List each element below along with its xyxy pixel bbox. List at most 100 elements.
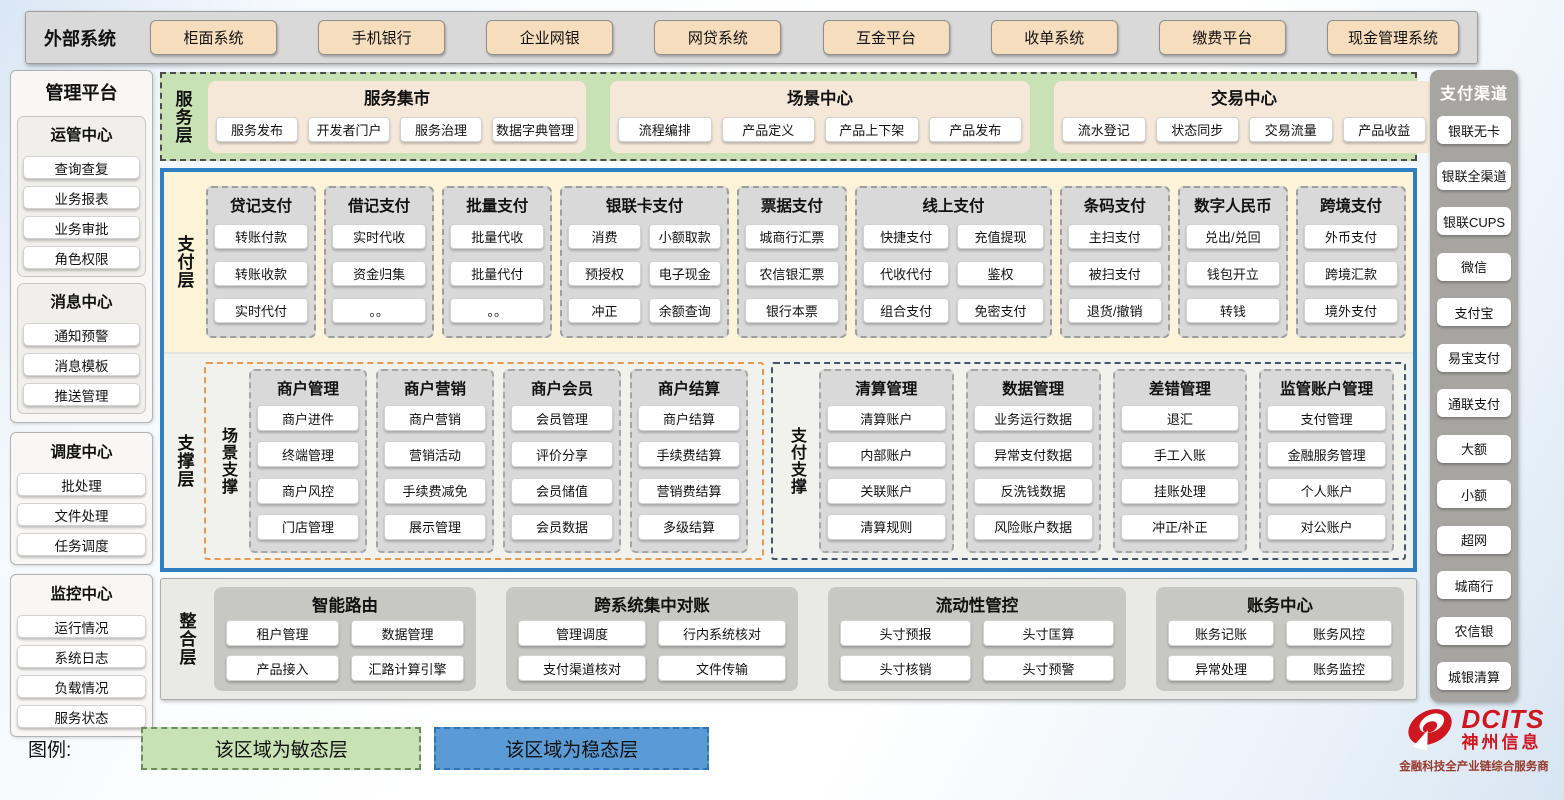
module-box: 会员管理 (511, 405, 613, 432)
payment-column: 票据支付城商行汇票农信银汇票银行本票 (736, 186, 847, 338)
column-title: 监管账户管理 (1280, 381, 1374, 398)
module-box: 对公账户 (1267, 513, 1386, 540)
service-group-box: 场景中心流程编排产品定义产品上下架产品发布 (610, 80, 1030, 153)
group-title: 跨系统集中对账 (594, 597, 710, 615)
module-box: 余额查询 (648, 298, 721, 323)
payment-column: 贷记支付转账付款转账收款实时代付 (206, 186, 317, 338)
channel-box: 大额 (1437, 434, 1511, 463)
payment-channels-title: 支付渠道 (1439, 86, 1508, 103)
module-box: 运行情况 (17, 615, 146, 638)
group-monitoring-center: 监控中心运行情况系统日志负载情况服务状态 (10, 574, 153, 737)
module-box: 系统日志 (17, 645, 146, 668)
support-column: 商户管理商户进件终端管理商户风控门店管理 (249, 369, 367, 553)
column-items: 快捷支付充值提现代收代付鉴权组合支付免密支付 (862, 218, 1044, 329)
module-box: 批量代付 (450, 261, 545, 286)
module-box: 冲正/补正 (1120, 513, 1240, 540)
column-items: 商户营销营销活动手续费减免展示管理 (384, 401, 486, 544)
system-box: 手机银行 (318, 20, 446, 55)
external-systems-items: 柜面系统手机银行企业网银网贷系统互金平台收单系统缴费平台现金管理系统 (150, 20, 1459, 55)
management-platform-sidebar: 管理平台 运管中心查询查复业务报表业务审批角色权限 消息中心通知预警消息模板推送… (10, 70, 153, 737)
module-box: 组合支付 (862, 298, 950, 323)
module-box: 批处理 (17, 473, 146, 496)
payment-layer-section: 支付层 贷记支付转账付款转账收款实时代付借记支付实时代收资金归集。。批量支付批量… (164, 172, 1413, 352)
column-title: 商户管理 (276, 381, 339, 398)
scene-support-label: 场景支撑 (219, 427, 236, 495)
module-box: 多级结算 (638, 513, 740, 540)
module-box: 产品收益 (1342, 116, 1426, 142)
payment-support-label: 支付支撑 (788, 427, 805, 495)
module-box: 开发者门户 (308, 116, 390, 142)
module-box: 快捷支付 (862, 224, 950, 249)
module-box: 免密支付 (957, 298, 1044, 323)
module-box: 产品定义 (721, 116, 815, 142)
module-box: 消息模板 (23, 353, 140, 376)
module-box: 实时代付 (214, 298, 309, 323)
service-group-items: 服务发布开发者门户服务治理数据字典管理 (216, 113, 579, 146)
support-column: 商户营销商户营销营销活动手续费减免展示管理 (376, 369, 494, 553)
dcits-swirl-icon (1404, 704, 1456, 755)
legend: 图例: 该区域为敏态层 该区域为稳态层 (28, 727, 710, 770)
module-box: 鉴权 (957, 261, 1044, 286)
integration-group-box: 智能路由租户管理数据管理产品接入汇路计算引擎 (214, 587, 476, 691)
channel-box: 支付宝 (1437, 298, 1511, 326)
module-box: 手续费减免 (384, 477, 486, 504)
module-box: 会员数据 (511, 513, 613, 540)
module-box: 头寸匡算 (983, 620, 1114, 646)
payment-column: 批量支付批量代收批量代付。。 (442, 186, 553, 338)
management-platform-title: 管理平台 (45, 83, 118, 103)
module-box: 商户风控 (257, 477, 359, 504)
module-box: 汇路计算引擎 (351, 655, 464, 681)
module-box: 农信银汇票 (744, 261, 839, 286)
module-box: 手工入账 (1120, 441, 1240, 468)
module-box: 主扫支付 (1067, 224, 1162, 249)
module-box: 服务治理 (400, 116, 482, 142)
module-box: 流水登记 (1062, 116, 1146, 142)
column-items: 批量代收批量代付。。 (450, 218, 545, 329)
module-box: 境外支付 (1303, 298, 1399, 323)
column-items: 消费小额取款预授权电子现金冲正余额查询 (568, 218, 721, 329)
group-title: 智能路由 (312, 597, 378, 615)
system-box: 企业网银 (486, 20, 614, 55)
support-column: 监管账户管理支付管理金融服务管理个人账户对公账户 (1259, 369, 1394, 553)
group-title: 服务集市 (364, 89, 430, 108)
legend-agile-layer: 该区域为敏态层 (141, 727, 422, 770)
column-title: 借记支付 (348, 198, 411, 215)
module-box: 外币支付 (1303, 224, 1399, 249)
module-box: 反洗钱数据 (973, 477, 1093, 504)
module-box: 小额取款 (648, 224, 721, 249)
integration-layer-groups: 智能路由租户管理数据管理产品接入汇路计算引擎 跨系统集中对账管理调度行内系统核对支… (214, 587, 1404, 691)
module-box: 业务审批 (23, 216, 140, 239)
channel-box: 银联全渠道 (1437, 161, 1511, 190)
integration-group-items: 管理调度行内系统核对支付渠道核对文件传输 (518, 620, 786, 683)
module-box: 业务运行数据 (973, 405, 1093, 432)
column-title: 票据支付 (760, 198, 823, 215)
module-box: 服务发布 (216, 116, 298, 142)
system-box: 收单系统 (990, 20, 1118, 55)
payment-support-box: 支付支撑 清算管理清算账户内部账户关联账户清算规则数据管理业务运行数据异常支付数… (771, 362, 1406, 560)
dcits-brand-text: DCITS (1461, 703, 1545, 734)
payment-column: 条码支付主扫支付被扫支付退货/撤销 (1059, 186, 1170, 338)
column-title: 数字人民币 (1194, 198, 1272, 215)
module-box: 被扫支付 (1067, 261, 1162, 286)
column-title: 贷记支付 (230, 198, 293, 215)
channel-box: 通联支付 (1437, 389, 1511, 417)
column-title: 线上支付 (922, 198, 985, 215)
module-box: 流程编排 (618, 116, 712, 142)
group-title: 场景中心 (787, 89, 853, 108)
module-box: 终端管理 (257, 441, 359, 468)
column-items: 清算账户内部账户关联账户清算规则 (827, 401, 946, 544)
module-box: 支付渠道核对 (518, 655, 646, 681)
module-box: 。。 (450, 298, 545, 323)
column-title: 银联卡支付 (605, 198, 684, 215)
stable-layer-wrapper: 支付层 贷记支付转账付款转账收款实时代付借记支付实时代收资金归集。。批量支付批量… (160, 168, 1417, 572)
module-box: 产品接入 (226, 655, 339, 681)
payment-column: 银联卡支付消费小额取款预授权电子现金冲正余额查询 (560, 186, 729, 338)
group-title: 运管中心 (50, 127, 113, 144)
payment-column: 跨境支付外币支付跨境汇款境外支付 (1295, 186, 1407, 338)
management-platform-box: 管理平台 运管中心查询查复业务报表业务审批角色权限 消息中心通知预警消息模板推送… (10, 70, 153, 423)
service-group-items: 流程编排产品定义产品上下架产品发布 (618, 113, 1022, 146)
group-title: 流动性管控 (935, 597, 1019, 615)
group-scheduling-center: 调度中心批处理文件处理任务调度 (10, 432, 153, 565)
module-box: 兑出/兑回 (1185, 224, 1280, 249)
